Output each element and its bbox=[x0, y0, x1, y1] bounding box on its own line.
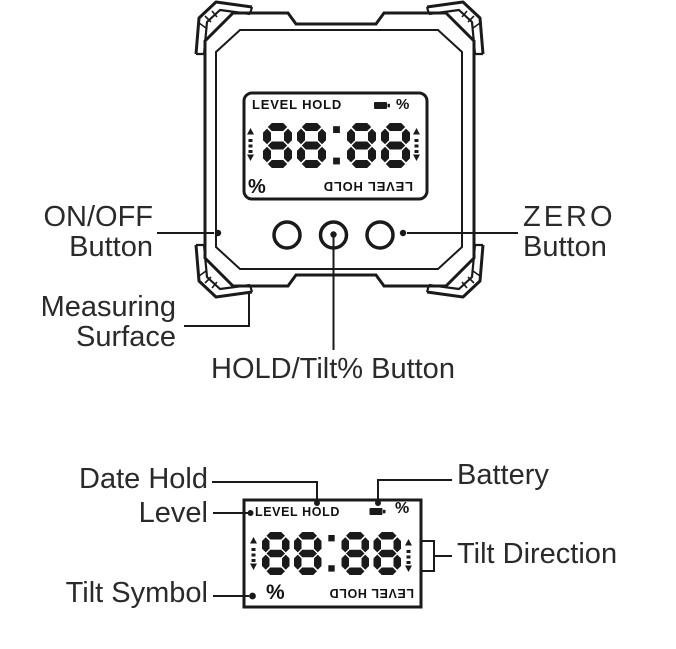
level-label: Level bbox=[138, 497, 208, 529]
display-closeup bbox=[242, 498, 423, 609]
leader-lines-bottom bbox=[212, 479, 452, 600]
tilt-direction-bracket bbox=[421, 540, 452, 572]
leader-dot bbox=[314, 500, 320, 506]
battery-leader-line bbox=[377, 479, 452, 501]
measuring-label-line2: Surface bbox=[76, 321, 176, 353]
tilt-symbol-label: Tilt Symbol bbox=[65, 577, 208, 609]
zero-label-line2: Button bbox=[523, 231, 607, 263]
lcd-percent-bottom: % bbox=[248, 176, 266, 198]
lcd-brand-text-inverted: LEVEL HOLD bbox=[329, 586, 414, 600]
on-off-label-line2: Button bbox=[69, 231, 153, 263]
zero-button-label: ZERO Button bbox=[523, 202, 616, 262]
battery-icon bbox=[369, 508, 386, 515]
on-off-button bbox=[272, 220, 302, 250]
lcd-brand-text-inverted: LEVEL HOLD bbox=[322, 179, 413, 194]
zero-label-line1: ZERO bbox=[523, 201, 616, 233]
device-buttons bbox=[272, 220, 395, 250]
measuring-surface-label: Measuring Surface bbox=[41, 292, 176, 352]
lcd-percent-top: % bbox=[395, 500, 410, 517]
leader-dot bbox=[330, 231, 337, 238]
battery-icon bbox=[374, 102, 390, 109]
on-off-label-line1: ON/OFF bbox=[43, 201, 153, 233]
hold-tilt-button-label: HOLD/Tilt% Button bbox=[211, 353, 455, 385]
device-display bbox=[242, 91, 429, 201]
tilt-direction-label: Tilt Direction bbox=[457, 538, 618, 570]
measuring-label-line1: Measuring bbox=[40, 291, 176, 323]
leader-dot bbox=[399, 229, 407, 237]
leader-dot bbox=[249, 592, 256, 600]
lcd-percent-bottom: % bbox=[266, 581, 285, 604]
lcd-brand-text: LEVEL HOLD bbox=[255, 505, 340, 519]
leader-dot bbox=[247, 510, 254, 516]
lcd-brand-text: LEVEL HOLD bbox=[252, 97, 343, 112]
leader-dot bbox=[375, 500, 381, 506]
on-off-button-label: ON/OFF Button bbox=[43, 202, 153, 262]
leader-lines-top bbox=[157, 229, 518, 350]
leader-dot bbox=[214, 229, 222, 237]
measuring-surface-pointer bbox=[184, 292, 250, 327]
zero-button bbox=[365, 220, 395, 250]
date-hold-leader-line bbox=[212, 481, 318, 501]
date-hold-label: Date Hold bbox=[79, 463, 208, 495]
lcd-percent-top: % bbox=[396, 96, 410, 113]
lcd-reading-top bbox=[263, 123, 410, 168]
lcd-reading-closeup bbox=[262, 532, 401, 575]
battery-label: Battery bbox=[457, 459, 549, 491]
